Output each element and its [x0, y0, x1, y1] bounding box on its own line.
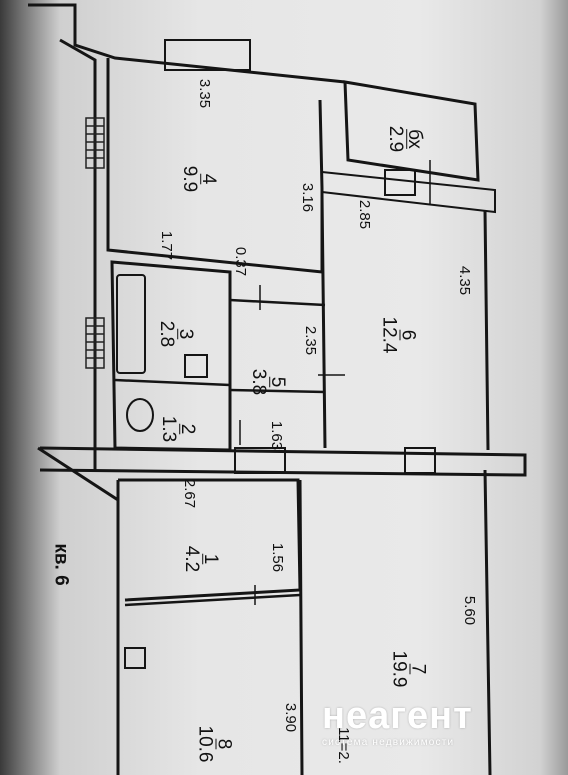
- dimension-label: 2.67: [181, 478, 199, 509]
- wall-room-8: [124, 593, 301, 607]
- dimension-label: 3.16: [299, 182, 317, 213]
- room-area: 19.9: [388, 650, 410, 688]
- dimension-label: 3.35: [196, 78, 214, 109]
- room-label-2: 2 1.3: [158, 415, 199, 443]
- dimension-label: 1.77: [158, 230, 176, 261]
- room-label-5: 5 3.8: [248, 368, 289, 396]
- wall-corridor: [39, 446, 527, 477]
- room-area: 2.9: [385, 125, 407, 153]
- bathtub: [116, 274, 146, 374]
- toilet: [126, 398, 154, 432]
- room-label-6: 6 12.4: [378, 316, 419, 354]
- dimension-label: 2.35: [302, 325, 320, 356]
- wall-bath-wc: [114, 378, 231, 387]
- vent-grille-lower-lines: [86, 318, 104, 368]
- outer-wall-top: [28, 3, 346, 84]
- room-label-1: 1 4.2: [181, 545, 222, 573]
- dimension-label: 2.85: [356, 199, 374, 230]
- wall-room-5: [229, 298, 326, 394]
- room-area: 9.9: [179, 165, 201, 193]
- room-number: 2: [177, 423, 199, 435]
- room-label-7: 7 19.9: [388, 650, 429, 688]
- dimension-label: 0.37: [232, 246, 250, 277]
- room-number: 1: [200, 553, 222, 565]
- sink: [184, 354, 208, 378]
- room-number: бх: [404, 129, 426, 149]
- room-number: 5: [267, 376, 289, 388]
- dimension-label: 3.90: [282, 702, 300, 733]
- watermark-logo: неагент: [322, 695, 473, 737]
- balcony-ledge: [321, 171, 496, 214]
- dimension-label: 5.60: [461, 595, 479, 626]
- window-balcony: [384, 169, 416, 196]
- door-room-6: [234, 447, 286, 474]
- room-number: 8: [213, 738, 235, 750]
- dimension-label: 1.56: [269, 542, 287, 573]
- watermark: неагент система недвижимости: [322, 697, 542, 748]
- dimension-label: 1.63: [268, 420, 286, 451]
- room-label-3: 3 2.8: [156, 320, 197, 348]
- vent-grille-upper-lines: [86, 118, 104, 168]
- apartment-label: кв. 6: [50, 543, 72, 586]
- dimension-ticks: [239, 160, 431, 605]
- door-corridor: [404, 447, 436, 474]
- room-number: 7: [407, 663, 429, 675]
- room-area: 2.8: [156, 320, 178, 348]
- wall-balcony: [343, 80, 480, 182]
- stove: [124, 647, 146, 669]
- room-label-4: 4 9.9: [179, 165, 220, 193]
- room-area: 1.3: [158, 415, 180, 443]
- room-label-balcony: бх 2.9: [385, 125, 426, 153]
- wall-room-6: [320, 194, 490, 451]
- room-number: 3: [175, 328, 197, 340]
- room-area: 3.8: [248, 368, 270, 396]
- dimension-label: 4.35: [456, 265, 474, 296]
- room-area: 12.4: [378, 316, 400, 354]
- room-number: 4: [198, 173, 220, 185]
- room-label-8: 8 10.6: [194, 725, 235, 763]
- room-area: 4.2: [181, 545, 203, 573]
- watermark-subtitle: система недвижимости: [322, 737, 455, 748]
- room-number: 6: [397, 329, 419, 341]
- room-area: 10.6: [194, 725, 216, 763]
- window-top: [164, 39, 251, 71]
